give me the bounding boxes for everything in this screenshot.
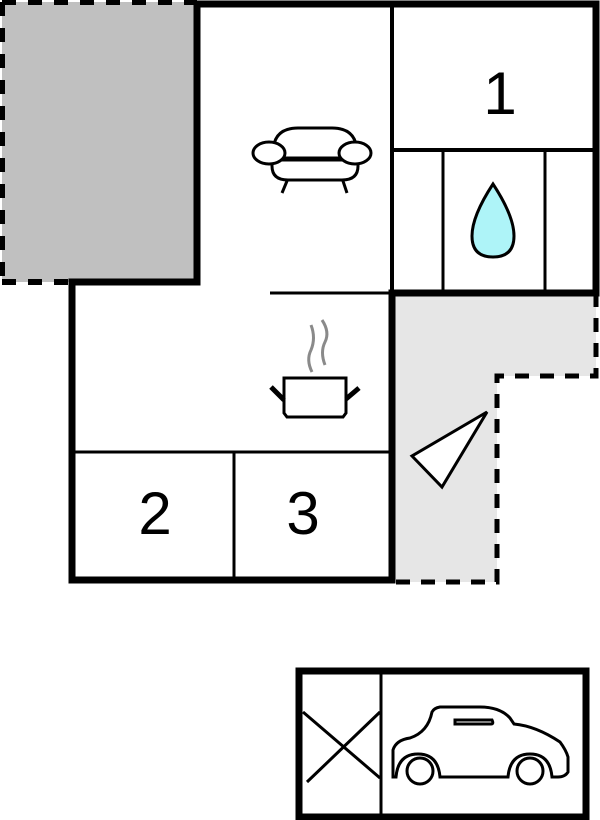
car-icon [391, 705, 570, 786]
terrace-open [392, 293, 599, 585]
room-2-label: 2 [138, 480, 172, 547]
interior-walls [72, 4, 596, 580]
sofa-icon [251, 126, 373, 194]
water-drop-icon [470, 181, 516, 259]
garage [295, 667, 590, 820]
storage-x-icon [302, 710, 382, 784]
room-3-label: 3 [286, 480, 320, 547]
cooking-pot-icon [269, 319, 361, 419]
entrance-triangle-icon [409, 410, 489, 490]
terrace-covered [0, 0, 197, 285]
room-1-label: 1 [483, 60, 517, 127]
